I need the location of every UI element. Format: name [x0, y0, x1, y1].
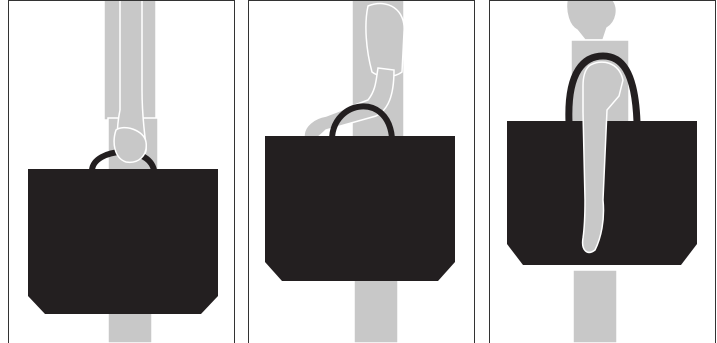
tote-bag: [28, 169, 218, 314]
tote-bag: [265, 136, 455, 281]
person-hand-carry-tote-icon: [8, 0, 235, 343]
person-forearm-carry-tote-icon: [248, 0, 475, 343]
person-shoulder-carry-tote-icon: [489, 0, 716, 343]
panel-hand-carry: [8, 0, 235, 343]
panel-forearm-carry: [248, 0, 475, 343]
panel-shoulder-carry: [489, 0, 716, 343]
